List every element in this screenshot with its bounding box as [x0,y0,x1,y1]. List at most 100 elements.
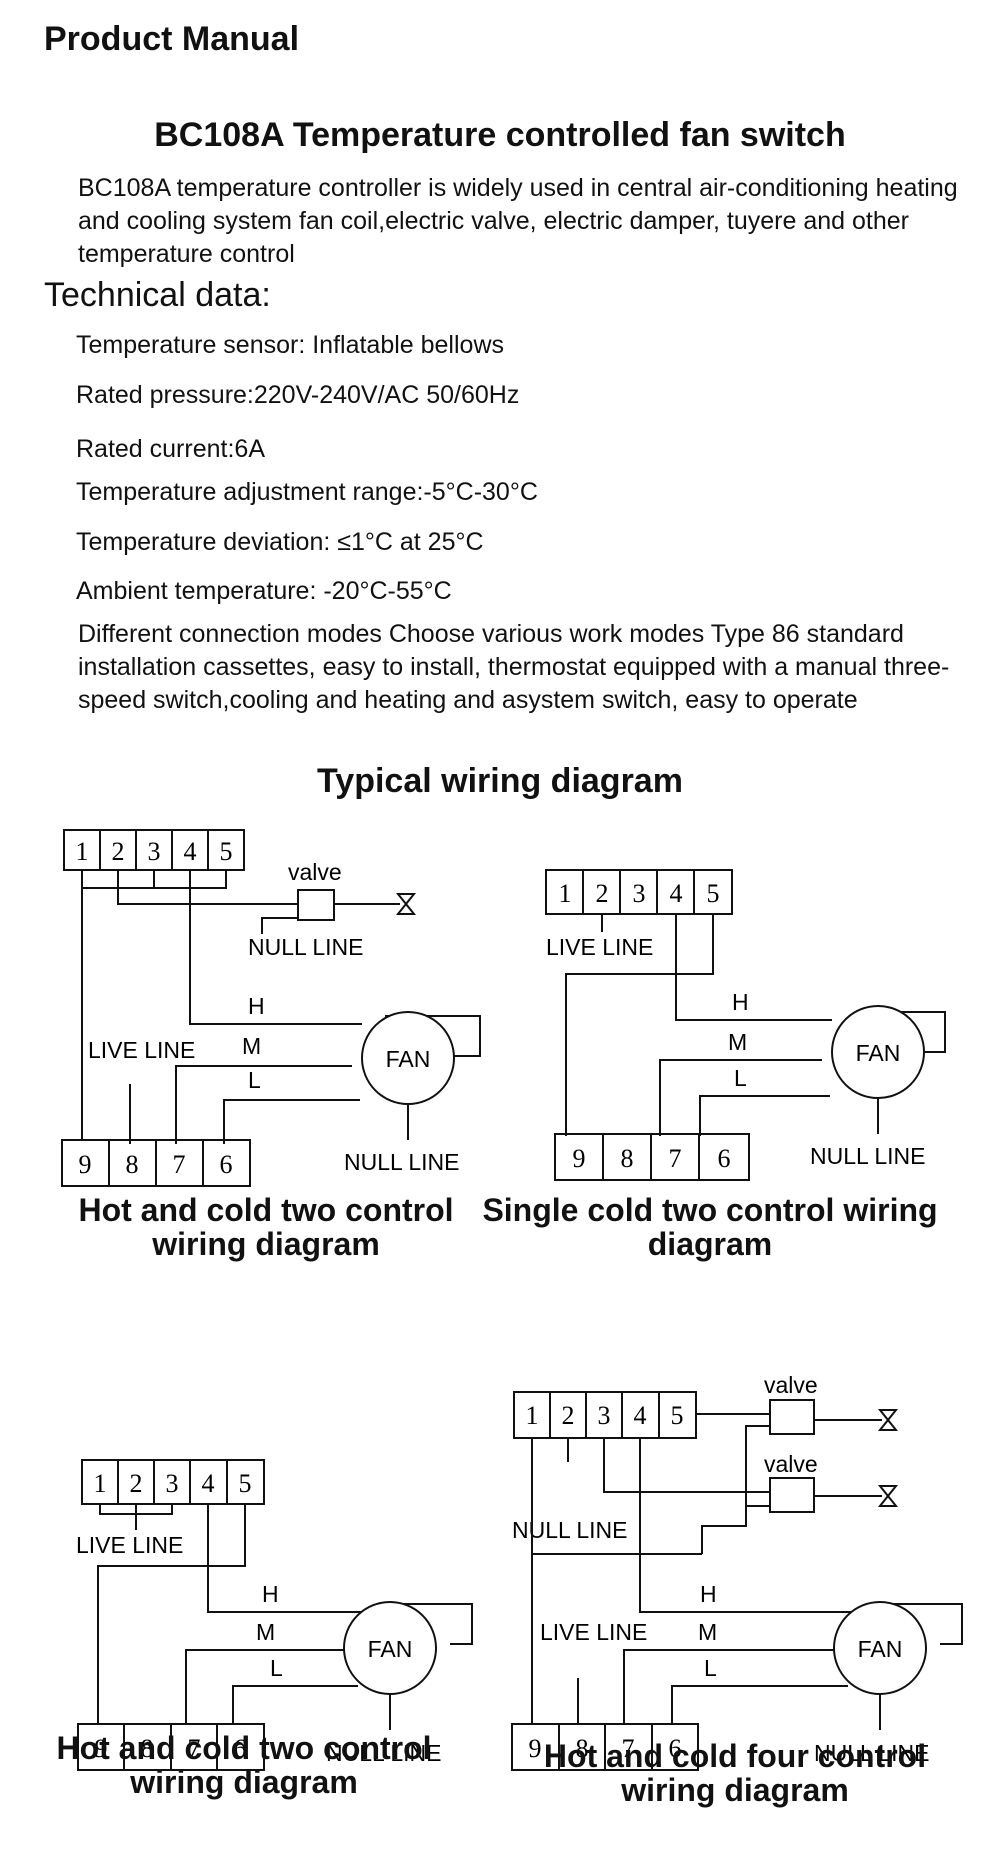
terminal-7: 7 [669,1144,682,1173]
valve-icon [877,1409,899,1431]
terminal-1: 1 [526,1401,539,1430]
diagram-caption-4: Hot and cold four control wiring diagram [543,1738,927,1808]
terminal-block-top: 1 2 3 4 5 [81,1459,265,1505]
fan-label: FAN [858,1636,903,1662]
fan-speed-h: H [248,993,265,1019]
terminal-1: 1 [94,1469,107,1498]
terminal-block-top: 1 2 3 4 5 [545,869,733,915]
valve-label: valve [764,1372,818,1398]
null-line-label: NULL LINE [326,1740,441,1766]
fan-housing [383,1603,473,1645]
diagram-hot-cold-two-control-1: 1 2 3 4 5 valve NULL LINE H M L LIVE LIN… [61,829,481,1187]
valve-label: valve [288,859,342,885]
terminal-4: 4 [670,879,683,908]
terminal-block-bottom: 9 8 7 6 [554,1133,750,1181]
fan-speed-l: L [248,1067,261,1093]
terminal-6: 6 [234,1734,247,1763]
terminal-2: 2 [112,837,125,866]
terminal-3: 3 [166,1469,179,1498]
null-line-label: NULL LINE [810,1143,925,1169]
spec-temperature-deviation: Temperature deviation: ≤1°C at 25°C [76,528,484,556]
terminal-9: 9 [79,1150,92,1179]
terminal-6: 6 [669,1734,682,1763]
terminal-7: 7 [188,1734,201,1763]
terminal-9: 9 [573,1144,586,1173]
live-line-label: LIVE LINE [540,1619,647,1645]
fan-speed-h: H [262,1581,279,1607]
valve-icon [395,893,417,915]
fan-speed-m: M [242,1033,261,1059]
terminal-4: 4 [202,1469,215,1498]
diagram-hot-cold-four-control: 1 2 3 4 5 valve valve NULL LINE LIVE LIN… [511,1372,963,1771]
spec-temperature-sensor: Temperature sensor: Inflatable bellows [76,331,505,359]
terminal-4: 4 [634,1401,647,1430]
valve-label: valve [764,1451,818,1477]
null-line-label: NULL LINE [248,934,363,960]
feature-notes: Different connection modes Choose variou… [78,620,950,714]
terminal-5: 5 [239,1469,252,1498]
terminal-2: 2 [596,879,609,908]
fan-label: FAN [856,1040,901,1066]
null-line-label: NULL LINE [814,1740,929,1766]
diagram-hot-cold-two-control-2: 1 2 3 4 5 LIVE LINE H M L FAN NULL LINE … [76,1459,473,1771]
fan-speed-m: M [728,1029,747,1055]
valve-box [769,1477,815,1513]
diagram-caption-2: Single cold two control wiring diagram [482,1192,938,1262]
null-line-label: NULL LINE [512,1517,627,1543]
fan-speed-m: M [698,1619,717,1645]
fan-speed-l: L [704,1655,717,1681]
terminal-8: 8 [126,1150,139,1179]
terminal-block-bottom: 9 8 7 6 [511,1723,699,1771]
terminal-1: 1 [559,879,572,908]
live-line-label: LIVE LINE [546,934,653,960]
spec-rated-current: Rated current:6A [76,435,265,463]
valve-box [769,1399,815,1435]
product-title: BC108A Temperature controlled fan switch [154,116,846,154]
spec-adjustment-range: Temperature adjustment range:-5°C-30°C [76,478,538,506]
fan-label: FAN [368,1636,413,1662]
terminal-9: 9 [95,1734,108,1763]
terminal-3: 3 [148,837,161,866]
diagram-caption-1: Hot and cold two control wiring diagram [78,1192,454,1262]
product-intro: BC108A temperature controller is widely … [78,174,958,268]
terminal-8: 8 [621,1144,634,1173]
live-line-label: LIVE LINE [88,1037,195,1063]
terminal-2: 2 [130,1469,143,1498]
terminal-9: 9 [529,1734,542,1763]
fan-speed-h: H [732,989,749,1015]
terminal-3: 3 [633,879,646,908]
valve-icon [877,1485,899,1507]
terminal-7: 7 [173,1150,186,1179]
terminal-8: 8 [576,1734,589,1763]
spec-ambient-temperature: Ambient temperature: -20°C-55°C [76,577,452,605]
fan-speed-l: L [270,1655,283,1681]
fan-label: FAN [386,1046,431,1072]
technical-heading: Technical data: [44,276,271,314]
terminal-5: 5 [707,879,720,908]
terminal-5: 5 [671,1401,684,1430]
spec-rated-pressure: Rated pressure:220V-240V/AC 50/60Hz [76,381,520,409]
diagram-caption-3: Hot and cold two control wiring diagram [56,1730,432,1800]
diagram-single-cold-two-control: 1 2 3 4 5 LIVE LINE H M L FAN NULL LINE … [545,869,946,1181]
manual-header: Product Manual [44,20,300,58]
wiring-heading: Typical wiring diagram [317,762,683,800]
valve-box [297,889,335,921]
null-line-label: NULL LINE [344,1149,459,1175]
terminal-6: 6 [718,1144,731,1173]
live-line-label: LIVE LINE [76,1532,183,1558]
terminal-8: 8 [141,1734,154,1763]
fan-housing [385,1015,481,1057]
terminal-2: 2 [562,1401,575,1430]
terminal-6: 6 [220,1150,233,1179]
fan-housing [872,1603,963,1645]
terminal-7: 7 [622,1734,635,1763]
fan-speed-h: H [700,1581,717,1607]
terminal-block-bottom: 9 8 7 6 [77,1723,265,1771]
terminal-1: 1 [76,837,89,866]
terminal-4: 4 [184,837,197,866]
terminal-5: 5 [220,837,233,866]
terminal-block-top: 1 2 3 4 5 [63,829,245,871]
terminal-3: 3 [598,1401,611,1430]
fan-speed-l: L [734,1065,747,1091]
